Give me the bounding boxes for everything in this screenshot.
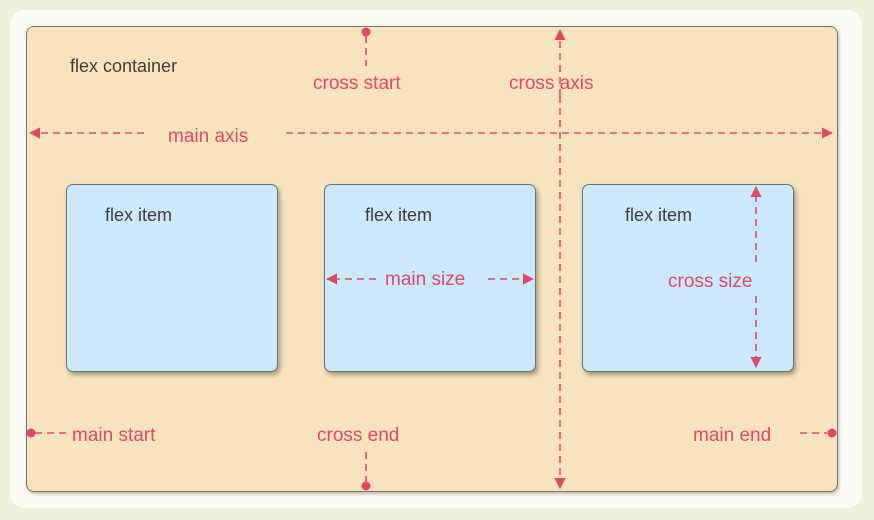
flex-container-label: flex container <box>70 56 178 76</box>
flex-item-label: flex item <box>365 205 433 225</box>
cross-start-label: cross start <box>313 73 401 94</box>
cross-end-label: cross end <box>317 425 400 446</box>
cross-size-label: cross size <box>668 271 753 292</box>
flex-item-label: flex item <box>105 205 173 225</box>
flex-item-3: flex item <box>582 184 794 372</box>
main-size-label: main size <box>385 269 466 290</box>
flex-item-2: flex item <box>324 184 536 372</box>
flex-item-1: flex item <box>66 184 278 372</box>
main-start-label: main start <box>72 425 156 446</box>
main-axis-label: main axis <box>168 126 249 147</box>
cross-axis-label: cross axis <box>509 73 594 94</box>
main-end-label: main end <box>693 425 772 446</box>
flex-item-label: flex item <box>625 205 693 225</box>
